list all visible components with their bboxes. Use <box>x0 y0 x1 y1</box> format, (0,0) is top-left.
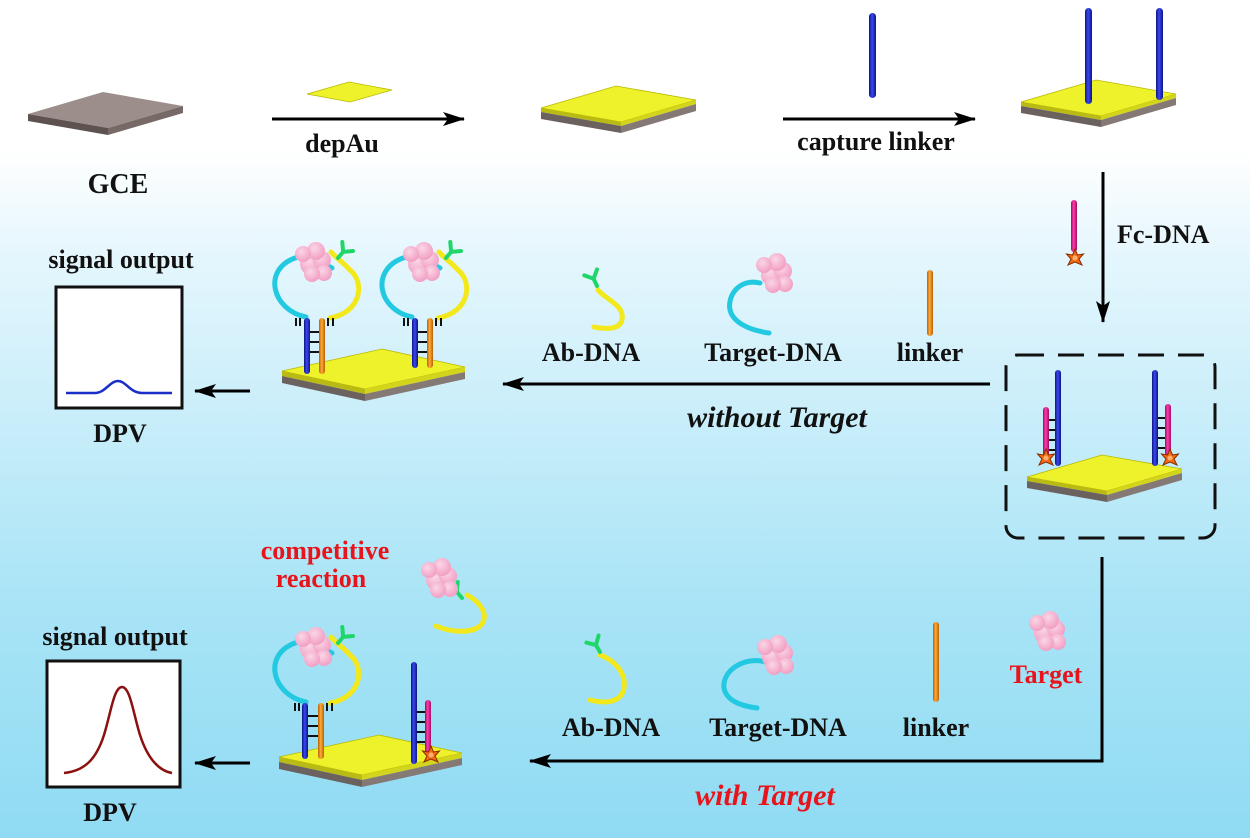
target-ab-dna-complex <box>421 558 487 634</box>
capture-linker-strand <box>869 13 876 98</box>
capture-strand <box>1156 8 1163 100</box>
with-target-label: with Target <box>695 779 836 812</box>
signal-output-label-top: signal output <box>48 245 194 274</box>
dpv-curve-high <box>63 685 173 775</box>
product-electrode-top <box>281 348 466 401</box>
fc-dna-label: Fc-DNA <box>1117 220 1210 249</box>
target-dna-label-top: Target-DNA <box>704 338 842 367</box>
capture-linker-label: capture linker <box>797 127 955 156</box>
dpv-label-top: DPV <box>93 419 147 448</box>
linker-reagent-top <box>927 270 933 336</box>
linker-label-top: linker <box>897 338 963 367</box>
linker-reagent-bottom <box>933 622 939 702</box>
depau-gold-sheet <box>306 81 393 103</box>
with-target-path <box>529 557 1104 768</box>
fc-duplex-bottom <box>411 662 440 764</box>
gold-electrode <box>540 85 697 134</box>
sandwich-complex-2 <box>379 240 470 368</box>
sandwich-complex-3 <box>272 625 362 759</box>
fc-electrode-dashed-box <box>1004 353 1217 540</box>
dpv-curve-low <box>66 379 172 395</box>
dpv-label-bottom: DPV <box>83 798 137 827</box>
target-dna-label-bottom: Target-DNA <box>709 713 847 742</box>
ab-dna-label-bottom: Ab-DNA <box>562 713 660 742</box>
target-dna-reagent-bottom <box>721 635 794 711</box>
fc-duplex-right <box>1152 370 1179 466</box>
competitive-reaction-label-2: reaction <box>276 564 367 593</box>
sandwich-complex-1 <box>272 240 362 374</box>
linker-label-bottom: linker <box>903 713 969 742</box>
ab-dna-label-top: Ab-DNA <box>542 338 640 367</box>
capture-modified-electrode <box>1020 79 1177 128</box>
capture-strand <box>1085 8 1092 104</box>
target-dna-reagent <box>727 253 793 336</box>
gce-label: GCE <box>88 169 149 200</box>
dpv-plot-top <box>54 285 184 410</box>
fc-duplex-left <box>1037 370 1061 466</box>
signal-output-label-bottom: signal output <box>42 622 188 651</box>
ab-dna-reagent-bottom <box>584 633 627 705</box>
without-target-label: without Target <box>687 401 868 434</box>
competitive-reaction-label-1: competitive <box>261 536 390 565</box>
ab-dna-reagent <box>582 267 625 331</box>
target-protein <box>1029 611 1066 651</box>
fc-dna-strand <box>1066 200 1084 266</box>
gce-electrode <box>28 92 183 135</box>
depau-label: depAu <box>305 129 379 158</box>
target-label: Target <box>1010 660 1083 689</box>
